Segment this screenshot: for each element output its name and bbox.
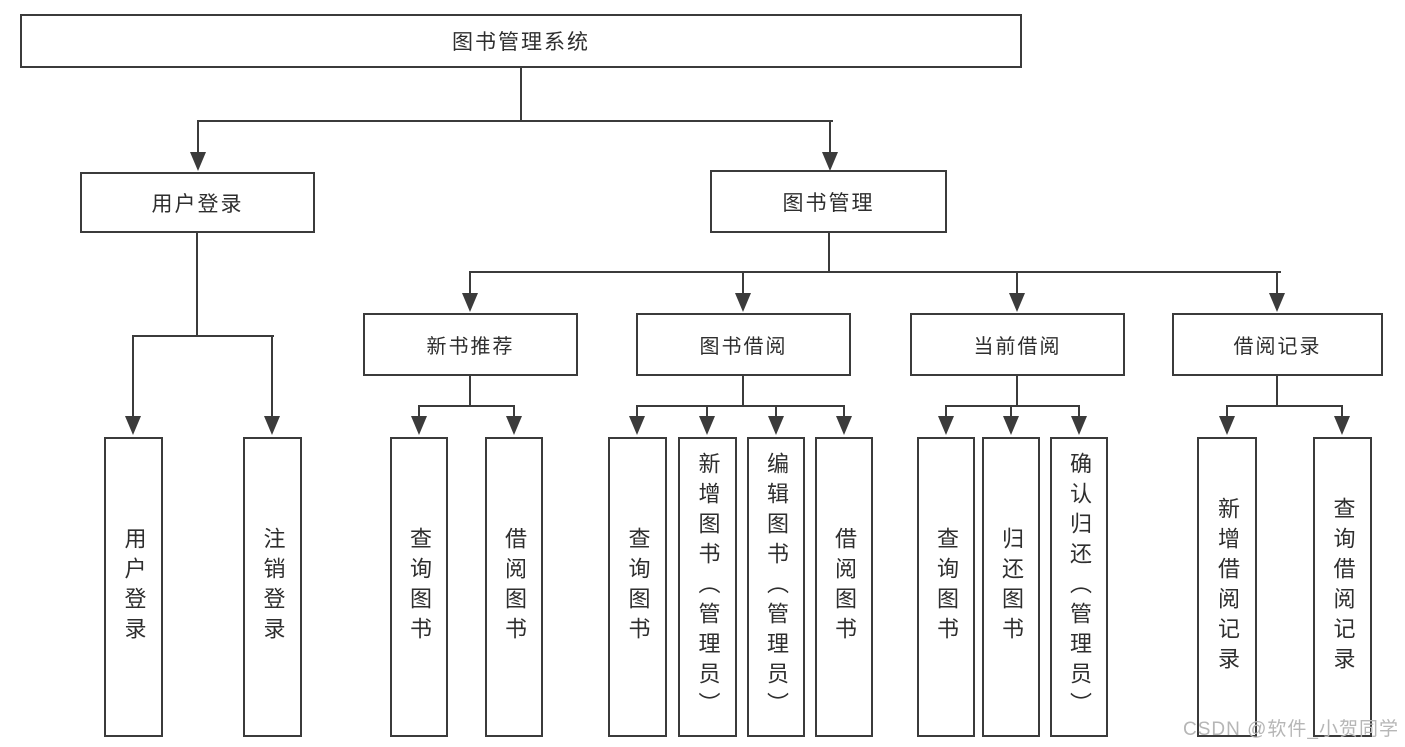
arrow-down-icon: [190, 152, 206, 171]
arrow-down-icon: [699, 416, 715, 435]
arrow-down-icon: [836, 416, 852, 435]
arrow-down-icon: [768, 416, 784, 435]
arrow-down-icon: [1071, 416, 1087, 435]
connector-root-split: [197, 120, 833, 122]
leaf-label: 查询图书: [407, 527, 432, 647]
node-library-management-system: 图书管理系统: [20, 14, 1022, 68]
leaf-label: 归还图书: [999, 527, 1024, 647]
leaf-user-login: 用户登录: [104, 437, 163, 737]
leaf-query-books-borrowing: 查询图书: [608, 437, 667, 737]
leaf-query-books-recommend: 查询图书: [390, 437, 448, 737]
leaf-add-book-admin: 新增图书（管理员）: [678, 437, 737, 737]
connector-root-stem: [520, 68, 522, 122]
connector-drop: [1341, 405, 1343, 417]
node-book-borrowing: 图书借阅: [636, 313, 851, 376]
arrow-down-icon: [506, 416, 522, 435]
connector-drop: [742, 271, 744, 295]
leaf-label: 新增借阅记录: [1215, 497, 1240, 677]
arrow-down-icon: [1219, 416, 1235, 435]
leaf-label: 编辑图书（管理员）: [764, 452, 789, 722]
leaf-label: 借阅图书: [502, 527, 527, 647]
arrow-down-icon: [938, 416, 954, 435]
leaf-query-borrow-record: 查询借阅记录: [1313, 437, 1372, 737]
connector-drop: [1078, 405, 1080, 417]
node-label: 图书管理系统: [452, 31, 590, 54]
leaf-label: 注销登录: [260, 527, 286, 647]
connector-drop: [843, 405, 845, 417]
connector-drop: [1276, 271, 1278, 295]
connector-split: [418, 405, 515, 407]
arrow-down-icon: [822, 152, 838, 171]
connector-drop: [469, 271, 471, 295]
connector-drop: [132, 335, 134, 416]
connector-stem: [469, 376, 471, 407]
connector-split: [945, 405, 1080, 407]
arrow-down-icon: [1269, 293, 1285, 312]
node-label: 图书借阅: [699, 336, 788, 358]
leaf-logout: 注销登录: [243, 437, 302, 737]
arrow-down-icon: [1003, 416, 1019, 435]
connector-drop: [1016, 271, 1018, 295]
node-label: 用户登录: [151, 192, 244, 216]
node-new-book-recommendation: 新书推荐: [363, 313, 578, 376]
connector-drop: [418, 405, 420, 417]
node-label: 图书管理: [782, 191, 875, 215]
node-user-login: 用户登录: [80, 172, 315, 233]
leaf-add-borrow-record: 新增借阅记录: [1197, 437, 1257, 737]
node-label: 借阅记录: [1233, 336, 1322, 358]
leaf-borrow-books-recommend: 借阅图书: [485, 437, 543, 737]
connector-drop: [636, 405, 638, 417]
node-label: 新书推荐: [426, 336, 515, 358]
leaf-query-books-current: 查询图书: [917, 437, 975, 737]
arrow-down-icon: [462, 293, 478, 312]
connector-drop: [945, 405, 947, 417]
connector-drop: [1010, 405, 1012, 417]
connector-split: [1226, 405, 1343, 407]
connector-login-stem: [196, 233, 198, 337]
leaf-label: 借阅图书: [832, 527, 857, 647]
leaf-label: 查询借阅记录: [1330, 497, 1356, 677]
connector-stem: [742, 376, 744, 407]
leaf-borrow-books-borrowing: 借阅图书: [815, 437, 873, 737]
node-borrowing-records: 借阅记录: [1172, 313, 1383, 376]
arrow-down-icon: [411, 416, 427, 435]
leaf-return-books: 归还图书: [982, 437, 1040, 737]
connector-drop: [271, 335, 273, 416]
connector-drop-book-mgmt: [829, 120, 831, 154]
connector-login-split: [132, 335, 274, 337]
connector-drop: [775, 405, 777, 417]
arrow-down-icon: [735, 293, 751, 312]
arrow-down-icon: [264, 416, 280, 435]
node-label: 当前借阅: [973, 336, 1062, 358]
arrow-down-icon: [1009, 293, 1025, 312]
arrow-down-icon: [1334, 416, 1350, 435]
leaf-label: 查询图书: [934, 527, 959, 647]
node-current-borrowing: 当前借阅: [910, 313, 1125, 376]
leaf-label: 查询图书: [625, 527, 651, 647]
leaf-confirm-return-admin: 确认归还（管理员）: [1050, 437, 1108, 737]
leaf-label: 新增图书（管理员）: [695, 452, 721, 722]
leaf-label: 确认归还（管理员）: [1067, 452, 1092, 722]
arrow-down-icon: [629, 416, 645, 435]
leaf-edit-book-admin: 编辑图书（管理员）: [747, 437, 805, 737]
connector-stem: [1276, 376, 1278, 407]
connector-drop: [706, 405, 708, 417]
connector-mgmt-stem: [828, 233, 830, 273]
connector-drop: [1226, 405, 1228, 417]
connector-stem: [1016, 376, 1018, 407]
watermark: CSDN @软件_小贺同学: [1183, 719, 1399, 740]
arrow-down-icon: [125, 416, 141, 435]
leaf-label: 用户登录: [121, 527, 147, 647]
connector-drop: [513, 405, 515, 417]
connector-drop-user-login: [197, 120, 199, 154]
node-book-management: 图书管理: [710, 170, 947, 233]
connector-mgmt-split: [469, 271, 1281, 273]
connector-split: [636, 405, 844, 407]
